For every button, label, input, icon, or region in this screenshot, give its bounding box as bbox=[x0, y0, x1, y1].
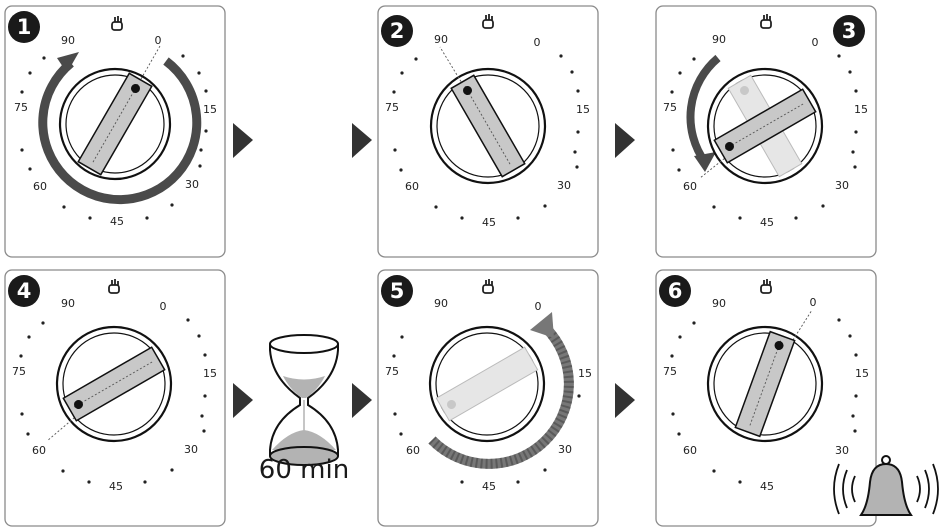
step-2-panel: 2 0 15 30 45 60 75 90 bbox=[377, 5, 599, 258]
next-arrow-icon bbox=[615, 383, 635, 418]
dial-knob bbox=[734, 330, 796, 438]
timer-dial bbox=[706, 309, 824, 443]
hand-icon bbox=[760, 279, 772, 294]
label-0: 0 bbox=[155, 34, 162, 47]
knob-previous-position bbox=[435, 346, 539, 422]
label-60: 60 bbox=[33, 180, 47, 193]
label-15: 15 bbox=[854, 103, 868, 116]
rotation-arrow bbox=[38, 52, 202, 205]
label-90: 90 bbox=[434, 33, 448, 46]
label-60: 60 bbox=[683, 444, 697, 457]
label-30: 30 bbox=[835, 179, 849, 192]
label-60: 60 bbox=[683, 180, 697, 193]
dial-knob bbox=[62, 346, 166, 422]
label-15: 15 bbox=[855, 367, 869, 380]
label-75: 75 bbox=[385, 101, 399, 114]
next-arrow-icon bbox=[352, 383, 372, 418]
timer-dial bbox=[46, 325, 173, 443]
hourglass-icon bbox=[269, 334, 339, 466]
step-2-badge: 2 bbox=[381, 15, 413, 47]
label-75: 75 bbox=[385, 365, 399, 378]
hand-icon bbox=[760, 14, 772, 29]
label-45: 45 bbox=[760, 480, 774, 493]
label-45: 45 bbox=[110, 215, 124, 228]
rotation-arrow bbox=[686, 54, 721, 172]
label-75: 75 bbox=[663, 101, 677, 114]
step-number: 5 bbox=[390, 279, 405, 303]
timer-dial bbox=[58, 45, 172, 181]
label-0: 0 bbox=[535, 300, 542, 313]
label-15: 15 bbox=[203, 367, 217, 380]
label-90: 90 bbox=[61, 34, 75, 47]
label-0: 0 bbox=[810, 296, 817, 309]
step-number: 3 bbox=[842, 19, 857, 43]
step-number: 4 bbox=[17, 279, 32, 303]
timer-dial bbox=[428, 325, 546, 443]
label-75: 75 bbox=[12, 365, 26, 378]
return-arrow bbox=[428, 312, 574, 469]
step-1-panel: 1 0 15 30 45 60 75 90 bbox=[4, 5, 226, 258]
label-30: 30 bbox=[558, 443, 572, 456]
dial-knob bbox=[713, 88, 817, 164]
label-75: 75 bbox=[14, 101, 28, 114]
dial-knob bbox=[450, 74, 526, 178]
step-6-panel: 6 0 15 30 45 60 75 90 bbox=[655, 269, 877, 527]
hand-icon bbox=[482, 279, 494, 294]
duration-label: 60 min bbox=[259, 455, 349, 485]
step-4-badge: 4 bbox=[8, 275, 40, 307]
hand-icon bbox=[482, 14, 494, 29]
step-4-panel: 4 0 15 30 45 60 75 90 bbox=[4, 269, 226, 527]
step-3-panel: 3 0 15 30 45 60 75 90 bbox=[655, 5, 877, 258]
sound-waves-icon bbox=[833, 463, 939, 515]
timer-dial bbox=[429, 46, 547, 185]
label-30: 30 bbox=[184, 443, 198, 456]
step-5-panel: 5 0 15 30 45 60 75 90 bbox=[377, 269, 599, 527]
label-60: 60 bbox=[32, 444, 46, 457]
step-number: 6 bbox=[668, 279, 683, 303]
label-15: 15 bbox=[203, 103, 217, 116]
next-arrow-icon bbox=[352, 123, 372, 158]
hand-icon bbox=[108, 279, 120, 294]
label-60: 60 bbox=[406, 444, 420, 457]
label-60: 60 bbox=[405, 180, 419, 193]
label-30: 30 bbox=[557, 179, 571, 192]
hand-icon bbox=[111, 16, 123, 31]
label-30: 30 bbox=[185, 178, 199, 191]
step-6-badge: 6 bbox=[659, 275, 691, 307]
step-1-badge: 1 bbox=[8, 11, 40, 43]
label-75: 75 bbox=[663, 365, 677, 378]
label-90: 90 bbox=[712, 33, 726, 46]
dial-scale: 0 15 30 45 60 75 90 bbox=[663, 33, 868, 229]
step-3-badge: 3 bbox=[833, 15, 865, 47]
label-15: 15 bbox=[578, 367, 592, 380]
next-arrow-icon bbox=[233, 383, 253, 418]
dial-scale: 0 15 30 45 60 75 90 bbox=[14, 34, 217, 228]
label-15: 15 bbox=[576, 103, 590, 116]
label-45: 45 bbox=[482, 480, 496, 493]
label-30: 30 bbox=[835, 444, 849, 457]
dial-scale: 0 15 30 45 60 75 90 bbox=[385, 297, 592, 493]
dial-scale: 0 15 30 45 60 75 90 bbox=[385, 33, 590, 229]
next-arrow-icon bbox=[233, 123, 253, 158]
step-5-badge: 5 bbox=[381, 275, 413, 307]
bell-icon bbox=[859, 455, 913, 516]
step-number: 2 bbox=[390, 19, 405, 43]
label-0: 0 bbox=[534, 36, 541, 49]
label-0: 0 bbox=[812, 36, 819, 49]
timer-dial bbox=[699, 67, 824, 185]
label-45: 45 bbox=[482, 216, 496, 229]
dial-scale: 0 15 30 45 60 75 90 bbox=[663, 296, 869, 493]
label-90: 90 bbox=[61, 297, 75, 310]
label-45: 45 bbox=[760, 216, 774, 229]
dial-scale: 0 15 30 45 60 75 90 bbox=[12, 297, 217, 493]
label-0: 0 bbox=[160, 300, 167, 313]
step-number: 1 bbox=[17, 15, 32, 39]
label-90: 90 bbox=[434, 297, 448, 310]
label-90: 90 bbox=[712, 297, 726, 310]
dial-knob bbox=[77, 72, 153, 176]
label-45: 45 bbox=[109, 480, 123, 493]
next-arrow-icon bbox=[615, 123, 635, 158]
